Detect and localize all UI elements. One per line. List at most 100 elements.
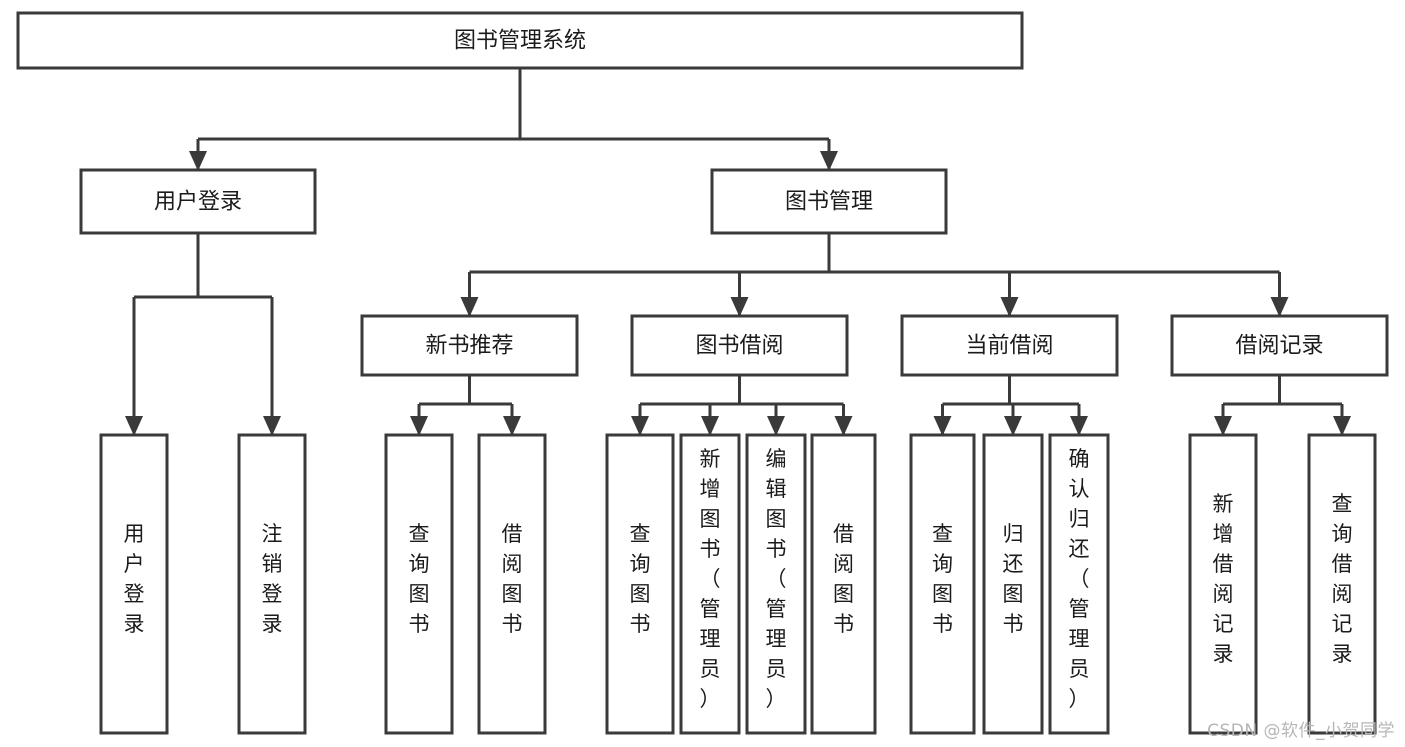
node-new-book-recommendation-rect[interactable] (360, 314, 579, 377)
leaf-add-book-admin-label-char: 员 (700, 657, 721, 681)
leaf-confirm-return-admin-label-char: 管 (1069, 597, 1090, 621)
node-book-borrow-label: 图书借阅 (695, 334, 783, 359)
leaf-confirm-return-admin-label-char: 员 (1069, 657, 1090, 681)
leaf-borrow-book-rec-label-char: 借 (502, 522, 523, 546)
currentborrow-to-leaves-arrow-1 (1004, 416, 1022, 436)
leaf-add-book-admin-label-char: 管 (700, 597, 721, 621)
leaf-add-borrow-record[interactable]: 新增借阅记录 (1188, 433, 1258, 735)
leaf-edit-book-admin-label-char: 书 (766, 537, 787, 561)
newbook-to-leaves-arrow-1 (503, 416, 521, 436)
leaf-logout-label-char: 销 (262, 552, 283, 576)
leaf-query-borrow-record-rect[interactable] (1307, 433, 1377, 735)
node-book-management[interactable]: 图书管理 (710, 168, 948, 235)
leaf-return-book-label-char: 书 (1003, 612, 1024, 636)
leaf-borrow-book-rec-rect[interactable] (477, 433, 547, 735)
leaf-add-borrow-record-rect[interactable] (1188, 433, 1258, 735)
node-user-login[interactable]: 用户登录 (79, 168, 317, 235)
leaf-return-book-label-char: 图 (1003, 582, 1024, 606)
leaf-query-book-current[interactable]: 查询图书 (909, 433, 976, 735)
node-root-book-management-system[interactable]: 图书管理系统 (16, 11, 1024, 70)
node-book-management-rect[interactable] (710, 168, 948, 235)
leaf-logout-rect[interactable] (237, 433, 307, 735)
node-layer: 图书管理系统用户登录图书管理新书推荐图书借阅当前借阅借阅记录用户登录注销登录查询… (16, 11, 1389, 735)
node-book-borrow[interactable]: 图书借阅 (630, 314, 849, 377)
bookborrow-to-leaves-arrow-0 (631, 416, 649, 436)
leaf-query-book-rec-label-char: 询 (409, 552, 430, 576)
borrowrecord-to-leaves-arrow-0 (1214, 416, 1232, 436)
leaf-confirm-return-admin-label-char: 理 (1069, 627, 1090, 651)
leaf-confirm-return-admin[interactable]: 确认归还（管理员） (1048, 433, 1110, 735)
userlogin-to-leaves-arrow-1 (263, 416, 281, 436)
leaf-add-borrow-record-label-char: 录 (1213, 642, 1234, 666)
leaf-edit-book-admin[interactable]: 编辑图书（管理员） (745, 433, 807, 735)
currentborrow-to-leaves-arrow-0 (933, 416, 952, 436)
leaf-query-book-current-rect[interactable] (909, 433, 976, 735)
leaf-edit-book-admin-label-char: （ (766, 567, 787, 591)
node-borrow-record-rect[interactable] (1170, 314, 1389, 377)
bookborrow-to-leaves-arrow-3 (834, 416, 853, 436)
leaf-query-book-current-label-char: 书 (932, 612, 953, 636)
leaf-confirm-return-admin-rect[interactable] (1048, 433, 1110, 735)
node-user-login-rect[interactable] (79, 168, 317, 235)
leaf-query-book-current-label: 查询图书 (932, 522, 953, 636)
newbook-to-leaves-arrow-0 (410, 416, 428, 436)
leaf-add-book-admin-rect[interactable] (679, 433, 741, 735)
leaf-query-book-rec-rect[interactable] (384, 433, 454, 735)
leaf-query-book-current-label-char: 查 (932, 522, 953, 546)
leaf-logout[interactable]: 注销登录 (237, 433, 307, 735)
node-new-book-recommendation-label: 新书推荐 (425, 334, 513, 359)
leaf-user-login-label-char: 登 (124, 582, 145, 606)
node-borrow-record[interactable]: 借阅记录 (1170, 314, 1389, 377)
leaf-query-book-borrow-rect[interactable] (605, 433, 675, 735)
leaf-add-book-admin[interactable]: 新增图书（管理员） (679, 433, 741, 735)
leaf-confirm-return-admin-label-char: 还 (1069, 537, 1090, 561)
leaf-query-book-borrow-label-char: 查 (630, 522, 651, 546)
root-to-level2-arrow-0 (189, 151, 207, 171)
leaf-logout-label-char: 登 (262, 582, 283, 606)
node-current-borrow-label: 当前借阅 (965, 334, 1053, 359)
node-root-book-management-system-rect[interactable] (16, 11, 1024, 70)
leaf-add-book-admin-label-char: ） (700, 687, 721, 711)
leaf-return-book-label-char: 还 (1003, 552, 1024, 576)
leaf-borrow-book-label-char: 图 (833, 582, 854, 606)
leaf-query-borrow-record-label-char: 查 (1332, 492, 1353, 516)
leaf-edit-book-admin-label-char: 员 (766, 657, 787, 681)
leaf-add-book-admin-label-char: （ (700, 567, 721, 591)
leaf-query-book-borrow-label-char: 图 (630, 582, 651, 606)
leaf-query-book-borrow[interactable]: 查询图书 (605, 433, 675, 735)
leaf-borrow-book-rect[interactable] (810, 433, 877, 735)
leaf-borrow-book-rec[interactable]: 借阅图书 (477, 433, 547, 735)
leaf-query-borrow-record[interactable]: 查询借阅记录 (1307, 433, 1377, 735)
bookborrow-to-leaves-arrow-2 (767, 416, 785, 436)
csdn-watermark: CSDN @软件_小贺同学 (1207, 721, 1395, 741)
leaf-user-login[interactable]: 用户登录 (99, 433, 169, 735)
node-root-book-management-system-label: 图书管理系统 (454, 29, 586, 54)
leaf-user-login-rect[interactable] (99, 433, 169, 735)
node-current-borrow[interactable]: 当前借阅 (900, 314, 1119, 377)
leaf-user-login-label-char: 户 (124, 552, 145, 576)
node-book-borrow-rect[interactable] (630, 314, 849, 377)
leaf-borrow-book-rec-label: 借阅图书 (502, 522, 523, 636)
leaf-query-book-rec-label: 查询图书 (409, 522, 430, 636)
leaf-return-book[interactable]: 归还图书 (982, 433, 1044, 735)
node-user-login-label: 用户登录 (154, 190, 242, 215)
leaf-query-borrow-record-label: 查询借阅记录 (1332, 492, 1353, 666)
borrowrecord-to-leaves-arrow-1 (1333, 416, 1351, 436)
leaf-user-login-label-char: 用 (124, 522, 145, 546)
leaf-query-book-rec[interactable]: 查询图书 (384, 433, 454, 735)
leaf-add-book-admin-label-char: 图 (700, 507, 721, 531)
leaf-borrow-book-label-char: 阅 (833, 552, 854, 576)
leaf-query-borrow-record-label-char: 询 (1332, 522, 1353, 546)
leaf-borrow-book-label-char: 书 (833, 612, 854, 636)
leaf-confirm-return-admin-label-char: ） (1069, 687, 1090, 711)
node-new-book-recommendation[interactable]: 新书推荐 (360, 314, 579, 377)
node-book-management-label: 图书管理 (785, 190, 873, 215)
leaf-return-book-rect[interactable] (982, 433, 1044, 735)
leaf-borrow-book-rec-label-char: 阅 (502, 552, 523, 576)
leaf-edit-book-admin-rect[interactable] (745, 433, 807, 735)
node-current-borrow-rect[interactable] (900, 314, 1119, 377)
leaf-edit-book-admin-label: 编辑图书（管理员） (766, 447, 787, 711)
leaf-borrow-book[interactable]: 借阅图书 (810, 433, 877, 735)
leaf-edit-book-admin-label-char: ） (766, 687, 787, 711)
leaf-query-book-borrow-label-char: 询 (630, 552, 651, 576)
